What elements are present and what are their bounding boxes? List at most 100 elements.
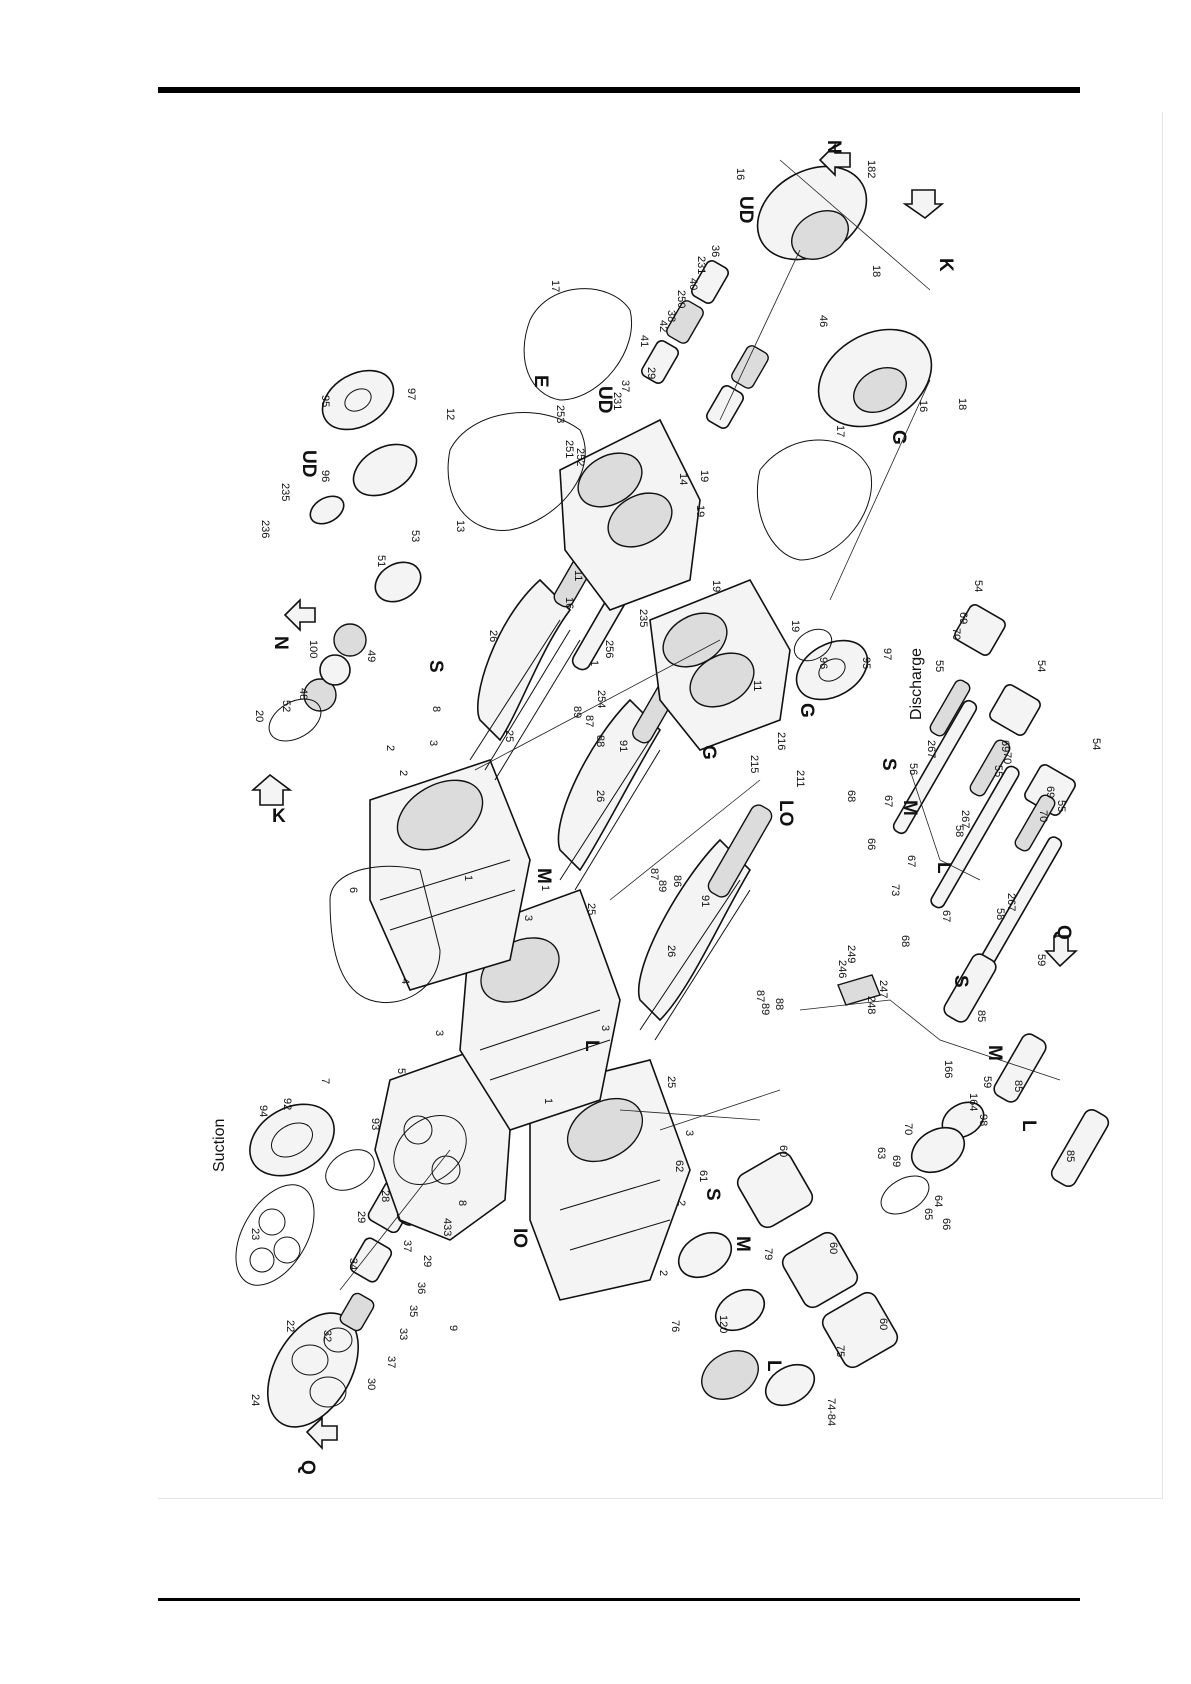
label-shaft-s: S bbox=[878, 758, 899, 771]
header-rule bbox=[158, 87, 1080, 93]
part-label: 70 bbox=[902, 1123, 914, 1135]
label-q-right: Q bbox=[1053, 925, 1074, 940]
discharge-valve-parts bbox=[929, 604, 1076, 852]
label-rotor-s: S bbox=[425, 660, 446, 673]
part-label: 8 bbox=[430, 706, 442, 712]
part-label: 97 bbox=[881, 648, 893, 660]
part-label: 267 bbox=[959, 810, 971, 828]
part-label: 235 bbox=[637, 609, 649, 627]
part-label: 88 bbox=[594, 735, 606, 747]
end-cover-16-top bbox=[756, 165, 868, 261]
part-label: 16 bbox=[734, 168, 746, 180]
label-slide-l: L bbox=[1018, 1120, 1039, 1132]
part-label: 267 bbox=[925, 740, 937, 758]
part-label: 29 bbox=[421, 1255, 433, 1267]
part-label: 29 bbox=[645, 367, 657, 379]
label-ud-mid: UD bbox=[594, 386, 615, 413]
part-label: 6 bbox=[347, 887, 359, 893]
part-label: 66 bbox=[940, 1218, 952, 1230]
part-label: 1 bbox=[539, 885, 551, 891]
part-label: 62 bbox=[673, 1160, 685, 1172]
part-label: 70 bbox=[1001, 752, 1013, 764]
part-label: 19 bbox=[694, 505, 706, 517]
part-label: 247 bbox=[877, 980, 889, 998]
gasket-6 bbox=[329, 865, 441, 1004]
part-label: 17 bbox=[834, 425, 846, 437]
casing-11-top bbox=[559, 418, 701, 611]
label-n-right: N bbox=[823, 140, 844, 154]
explode-axis-lines bbox=[339, 159, 1061, 1291]
label-lo: LO bbox=[775, 800, 796, 826]
part-label: 2 bbox=[384, 745, 396, 751]
part-label: 5 bbox=[395, 1068, 407, 1074]
flange-95-top bbox=[321, 369, 395, 431]
part-label: 61 bbox=[697, 1170, 709, 1182]
part-label: 164 bbox=[967, 1093, 979, 1111]
label-g-small: G bbox=[698, 745, 719, 760]
slide-valve-shafts bbox=[892, 699, 1063, 988]
part-label: 85 bbox=[975, 1010, 987, 1022]
discharge-caption: Discharge bbox=[908, 648, 925, 720]
part-label: 74-84 bbox=[825, 1398, 837, 1426]
parts-layer bbox=[235, 159, 1110, 1428]
part-label: 16 bbox=[917, 400, 929, 412]
label-ud-right: UD bbox=[735, 196, 756, 223]
part-label: 38 bbox=[665, 310, 677, 322]
part-label: 1 bbox=[462, 875, 474, 881]
part-label: 3 bbox=[599, 1025, 611, 1031]
part-label: 33 bbox=[397, 1328, 409, 1340]
part-label: 211 bbox=[794, 770, 806, 788]
part-label: 231 bbox=[695, 256, 707, 274]
part-label: 54 bbox=[972, 580, 984, 592]
part-label: 41 bbox=[638, 335, 650, 347]
part-label: 68 bbox=[845, 790, 857, 802]
part-label: 249 bbox=[845, 945, 857, 963]
part-label: 51 bbox=[375, 555, 387, 567]
part-label: 26 bbox=[665, 945, 677, 957]
part-label: 29 bbox=[355, 1211, 367, 1223]
part-label: 91 bbox=[699, 895, 711, 907]
label-rotor-l: L bbox=[581, 1040, 602, 1052]
part-label: 67 bbox=[882, 795, 894, 807]
part-label: 248 bbox=[865, 996, 877, 1014]
part-label: 48 bbox=[297, 688, 309, 700]
part-label: 1 bbox=[542, 1098, 554, 1104]
part-label: 37 bbox=[401, 1240, 413, 1252]
part-label: 49 bbox=[365, 650, 377, 662]
arrow-n-right-icon bbox=[818, 143, 851, 177]
suction-flange-92 bbox=[249, 1103, 375, 1191]
part-label: 59 bbox=[1035, 954, 1047, 966]
part-label: 60 bbox=[877, 1318, 889, 1330]
capacity-pistons bbox=[943, 953, 1110, 1188]
label-g-right: G bbox=[888, 430, 909, 445]
part-label: 89 bbox=[656, 880, 668, 892]
callout-arrows bbox=[250, 143, 1079, 1451]
part-label: 89 bbox=[759, 1003, 771, 1015]
gasket-12 bbox=[447, 412, 586, 531]
part-label: 40 bbox=[687, 278, 699, 290]
part-label: 63 bbox=[875, 1147, 887, 1159]
rotor-casing-L bbox=[529, 1059, 691, 1301]
label-ud-top: UD bbox=[298, 450, 319, 477]
part-label: 64 bbox=[932, 1195, 944, 1207]
footer-rule bbox=[158, 1598, 1080, 1601]
label-shaft-m: M bbox=[899, 800, 920, 816]
part-label: 100 bbox=[307, 640, 319, 658]
balance-piston-parts-top bbox=[268, 443, 422, 742]
casing-11-bottom bbox=[649, 578, 791, 751]
part-label: 252 bbox=[574, 448, 586, 466]
label-k: K bbox=[272, 806, 286, 827]
part-label: 95 bbox=[319, 395, 331, 407]
part-label: 67 bbox=[940, 910, 952, 922]
label-g-mid: G bbox=[796, 703, 817, 718]
part-label: 28 bbox=[379, 1190, 391, 1202]
part-label: 85 bbox=[1012, 1080, 1024, 1092]
part-label: 20 bbox=[253, 710, 265, 722]
label-shaft-l: L bbox=[933, 862, 954, 874]
part-label: 256 bbox=[603, 640, 615, 658]
label-k-right: K bbox=[935, 258, 956, 272]
label-valve-m: M bbox=[732, 1236, 753, 1252]
part-label: 2 bbox=[657, 1270, 669, 1276]
part-label: 13 bbox=[454, 520, 466, 532]
label-slide-s: S bbox=[950, 975, 971, 988]
